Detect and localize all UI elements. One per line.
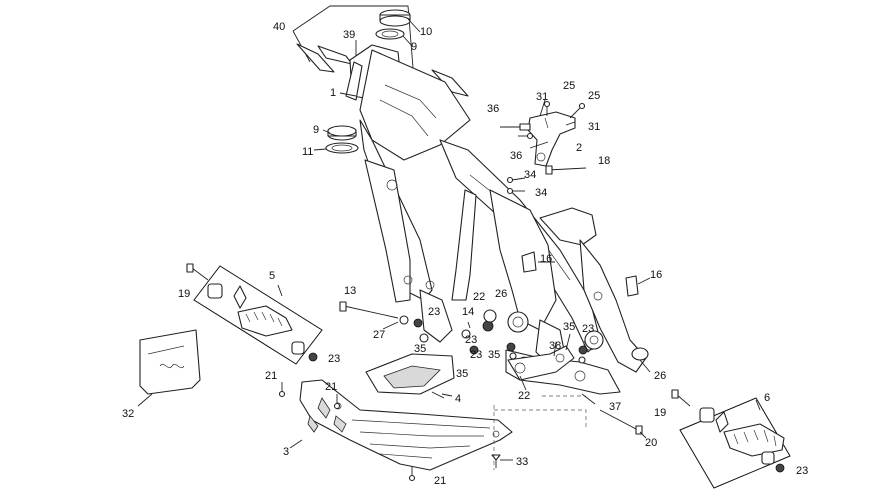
callout-10: 10 — [420, 26, 432, 38]
callout-36: 36 — [510, 150, 522, 162]
callout-23: 23 — [796, 465, 808, 477]
callout-23: 23 — [428, 306, 440, 318]
part-20-long-bolt — [493, 395, 643, 470]
callout-32: 32 — [122, 408, 134, 420]
callout-13: 13 — [344, 285, 356, 297]
callout-40: 40 — [273, 21, 285, 33]
steering-bearings-top — [375, 9, 421, 47]
callout-9: 9 — [411, 41, 417, 53]
steering-bearings-lower — [313, 125, 359, 154]
callout-31: 31 — [536, 91, 548, 103]
part-4-skid-plate-upper — [365, 353, 455, 397]
callout-33: 33 — [516, 456, 528, 468]
callout-20: 20 — [645, 437, 657, 449]
callout-34: 34 — [524, 169, 536, 181]
callout-25: 25 — [563, 80, 575, 92]
callout-labels: 40 10 39 9 1 9 11 36 31 25 25 31 36 2 18… — [122, 21, 808, 487]
part-6-right-footpeg — [671, 389, 791, 489]
callout-38: 38 — [549, 340, 561, 352]
callout-35: 35 — [563, 321, 575, 333]
callout-14: 14 — [462, 306, 474, 318]
callout-26: 26 — [654, 370, 666, 382]
callout-16: 16 — [650, 269, 662, 281]
callout-11: 11 — [302, 146, 313, 158]
callout-35: 35 — [488, 349, 500, 361]
callout-23: 23 — [465, 334, 477, 346]
callout-21: 21 — [434, 475, 446, 487]
callout-22: 22 — [518, 390, 530, 402]
callout-27: 27 — [373, 329, 385, 341]
callout-23: 23 — [582, 323, 594, 335]
callout-21: 21 — [265, 370, 277, 382]
part-38-linkage — [507, 345, 575, 381]
callout-37: 37 — [609, 401, 621, 413]
callout-9: 9 — [313, 124, 319, 136]
callout-16: 16 — [540, 253, 552, 265]
part-16-clips — [521, 251, 639, 297]
callout-23: 23 — [328, 353, 340, 365]
callout-19: 19 — [178, 288, 190, 300]
callout-36: 36 — [487, 103, 499, 115]
callout-31: 31 — [588, 121, 600, 133]
callout-4: 4 — [455, 393, 461, 405]
callout-1: 1 — [330, 87, 336, 99]
center-fasteners — [413, 309, 649, 364]
callout-39: 39 — [343, 29, 355, 41]
part-3-bash-plate — [278, 379, 513, 482]
callout-21: 21 — [325, 381, 337, 393]
callout-26: 26 — [495, 288, 507, 300]
part-13-axle-bolt — [339, 301, 409, 330]
callout-18: 18 — [598, 155, 610, 167]
part-32-decal-kit — [139, 329, 201, 395]
callout-34: 34 — [535, 187, 547, 199]
callout-25: 25 — [588, 90, 600, 102]
part-2-shock-bracket — [500, 100, 587, 195]
callout-22: 22 — [473, 291, 485, 303]
callout-35: 35 — [414, 343, 426, 355]
part-1-main-frame — [345, 44, 647, 395]
callout-23: 23 — [470, 349, 482, 361]
callout-5: 5 — [269, 270, 275, 282]
callout-6: 6 — [764, 392, 770, 404]
callout-19: 19 — [654, 407, 666, 419]
callout-2: 2 — [576, 142, 582, 154]
leader-lines — [137, 40, 761, 461]
part-5-left-footpeg — [186, 263, 323, 365]
callout-3: 3 — [283, 446, 289, 458]
callout-35: 35 — [456, 368, 468, 380]
